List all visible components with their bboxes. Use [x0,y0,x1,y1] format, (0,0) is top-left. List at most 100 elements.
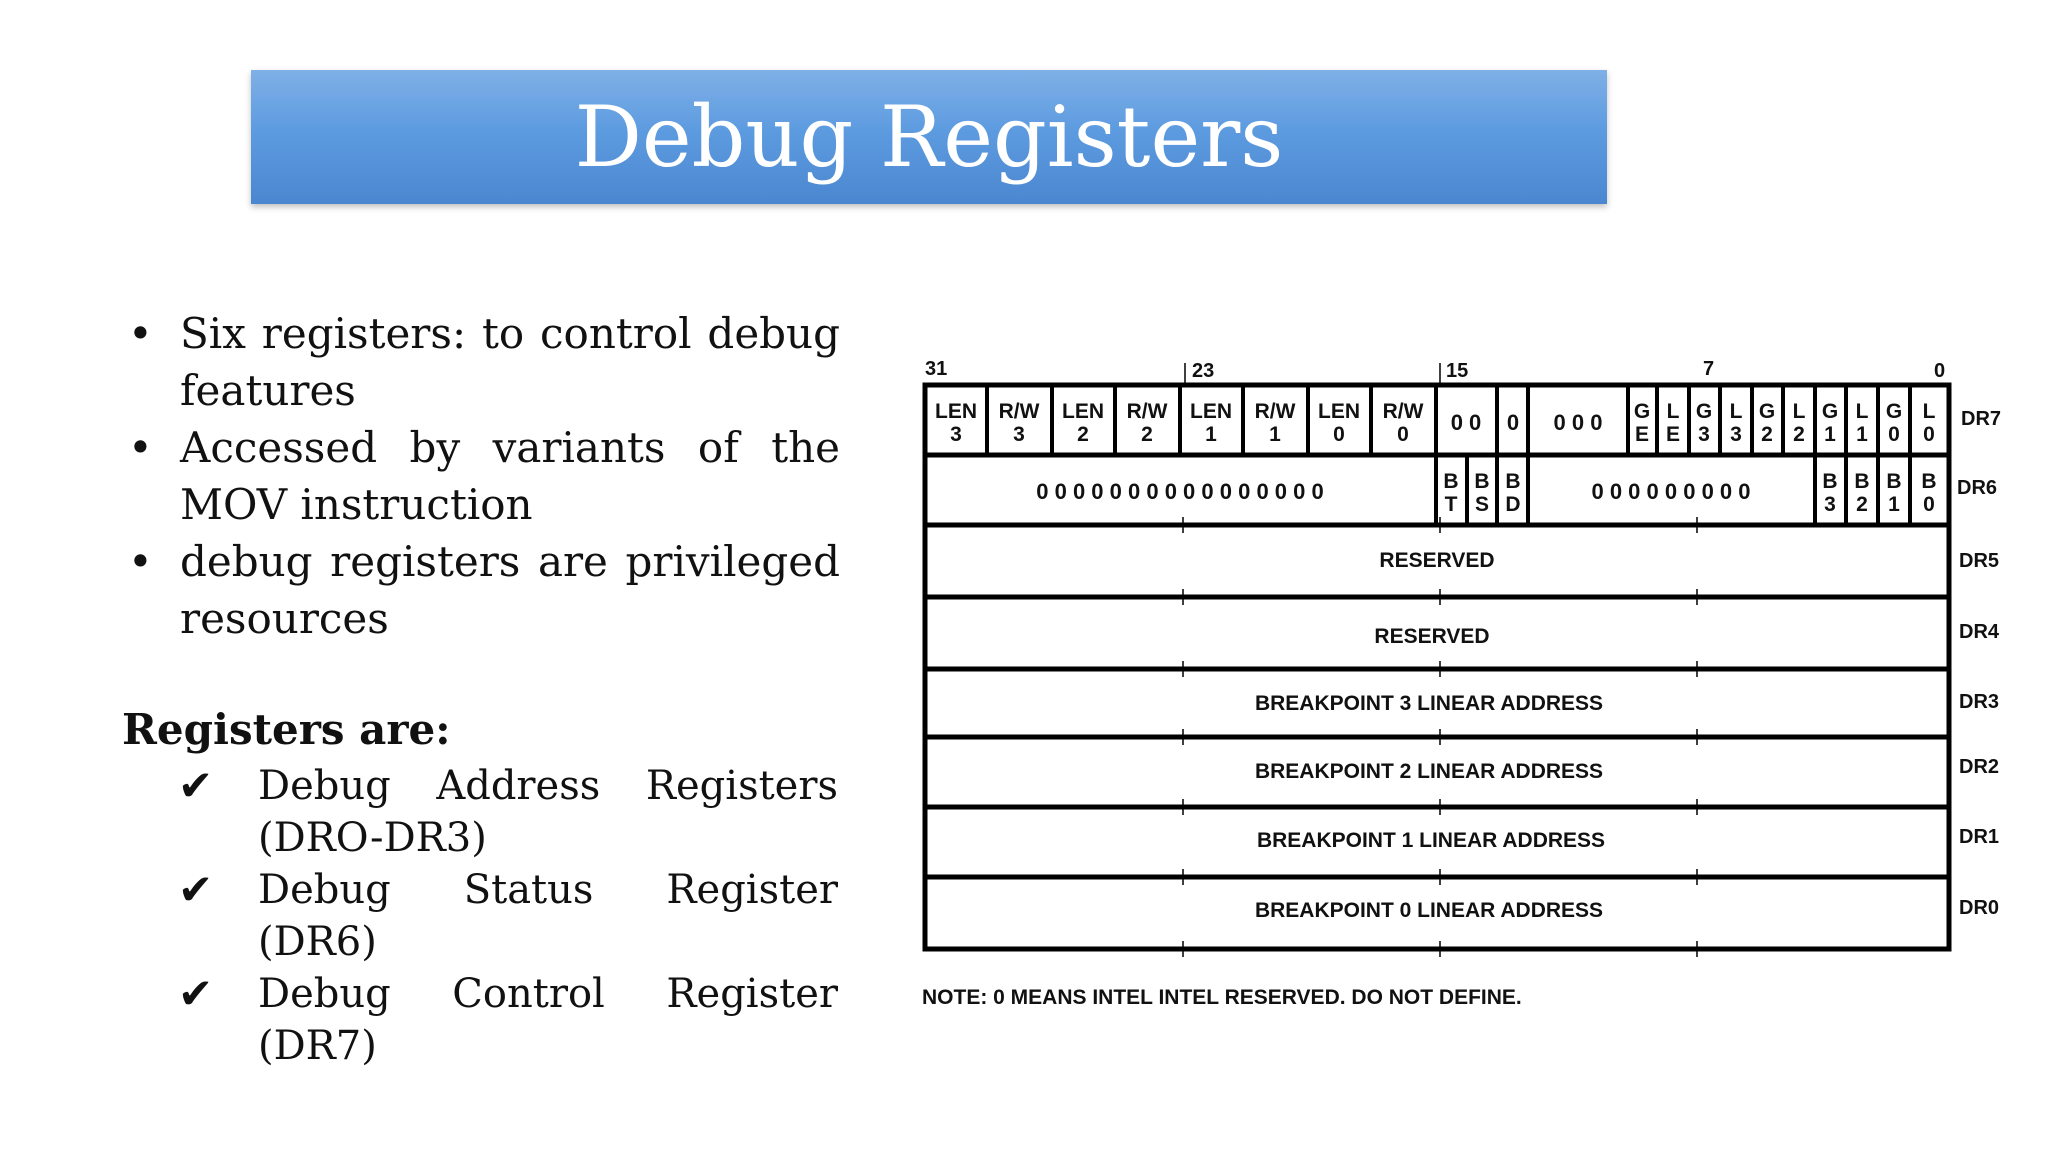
dr6-bit-top: B [1443,470,1458,493]
dr7-bit-top: G [1634,400,1650,423]
dr7-field-bottom: 3 [950,423,962,446]
registers-heading: Registers are: [122,705,451,754]
dr7-field-top: R/W [1127,400,1168,423]
row-content: RESERVED [1379,549,1494,572]
bullet-text: debug registers are privileged resources [180,537,840,643]
dr7-bit-top: G [1696,400,1712,423]
dr7-field-top: LEN [1190,400,1232,423]
bullet-dot-icon: • [128,537,153,586]
bit-number: 0 [1934,360,1945,382]
register-continuation: (DRO-DR3) [258,815,487,861]
dr7-field-bottom: 3 [1013,423,1025,446]
row-content: RESERVED [1374,625,1489,648]
dr7-bit-bottom: 3 [1730,423,1742,446]
dr7-field-top: R/W [1383,400,1424,423]
check-mark-icon: ✔ [178,865,214,914]
register-word: Address [436,763,601,809]
bullet-text: Six registers: to control debug features [180,309,840,415]
bullet-text: Accessed by variants of the MOV instruct… [180,423,840,529]
dr6-zeros: 0 0 0 0 0 0 0 0 0 [1591,479,1750,504]
dr6-zeros: 0 0 0 0 0 0 0 0 0 0 0 0 0 0 0 0 [1036,479,1323,504]
dr7-field-bottom: 1 [1269,423,1281,446]
row-content: BREAKPOINT 1 LINEAR ADDRESS [1257,829,1605,852]
bullet-item: • debug registers are privileged resourc… [120,533,840,647]
dr7-bit-top: L [1856,400,1869,423]
register-item: ✔ Debug Control Register (DR7) [178,968,838,1072]
dr7-bit-top: G [1822,400,1838,423]
dr7-bit-top: L [1793,400,1806,423]
register-word: Registers [645,763,838,809]
dr7-bit-bottom: 2 [1761,423,1773,446]
dr6-bit-top: B [1921,470,1936,493]
dr6-bit-bottom: D [1505,493,1520,516]
dr6-bit-top: B [1822,470,1837,493]
dr7-field-bottom: 0 [1397,423,1409,446]
check-mark-icon: ✔ [178,761,214,810]
row-label: DR4 [1959,621,2000,643]
bullet-list: • Six registers: to control debug featur… [120,305,840,647]
bullet-item: • Accessed by variants of the MOV instru… [120,419,840,533]
dr6-bit-bottom: 0 [1923,493,1935,516]
bit-number: 23 [1192,360,1214,382]
dr6-bit-top: B [1886,470,1901,493]
bullet-dot-icon: • [128,423,153,472]
dr7-bit-bottom: 0 [1923,423,1935,446]
dr7-field-top: R/W [1255,400,1296,423]
row-label: DR7 [1961,408,2001,430]
register-word: Debug [258,763,391,809]
dr7-field-bottom: 0 [1333,423,1345,446]
row-content: BREAKPOINT 2 LINEAR ADDRESS [1255,760,1603,783]
dr7-zero: 0 [1507,410,1519,435]
row-label: DR5 [1959,550,1999,572]
slide-title: Debug Registers [574,88,1284,186]
dr7-row: LEN 3 R/W 3 LEN 2 R/W 2 LEN 1 R/W 1 LEN … [935,385,1936,455]
dr6-bit-bottom: T [1445,493,1458,516]
dr6-bit-bottom: 3 [1824,493,1836,516]
check-mark-icon: ✔ [178,969,214,1018]
dr6-bit-top: B [1474,470,1489,493]
dr7-field-bottom: 2 [1077,423,1089,446]
dr7-bit-top: L [1923,400,1936,423]
dr7-field-top: LEN [1062,400,1104,423]
dr7-bit-top: G [1759,400,1775,423]
register-list: ✔ Debug Address Registers (DRO-DR3) ✔ De… [178,760,838,1072]
dr6-bit-bottom: 2 [1856,493,1868,516]
dr6-bit-bottom: 1 [1888,493,1900,516]
row-label: DR3 [1959,691,1999,713]
dr7-bit-bottom: 0 [1888,423,1900,446]
dr7-field-bottom: 1 [1205,423,1217,446]
bullet-dot-icon: • [128,309,153,358]
dr6-bit-top: B [1854,470,1869,493]
dr7-field-top: R/W [999,400,1040,423]
dr7-bit-bottom: 1 [1856,423,1868,446]
dr7-bit-bottom: E [1635,423,1649,446]
dr7-bit-bottom: 1 [1824,423,1836,446]
title-banner: Debug Registers [251,70,1607,204]
dr7-bit-bottom: 3 [1698,423,1710,446]
dr7-bit-top: L [1730,400,1743,423]
diagram-note: NOTE: 0 MEANS INTEL INTEL RESERVED. DO N… [922,986,1522,1009]
dr7-bit-bottom: 2 [1793,423,1805,446]
dr6-bit-bottom: S [1475,493,1489,516]
dr7-field-top: LEN [935,400,977,423]
register-text: Debug Control Register (DR7) [258,971,838,1069]
dr7-zeros: 0 0 0 [1554,410,1603,435]
dr6-row: 0 0 0 0 0 0 0 0 0 0 0 0 0 0 0 0 B T B S … [1036,455,1937,525]
row-content: BREAKPOINT 3 LINEAR ADDRESS [1255,692,1603,715]
dr7-zeros: 0 0 [1451,410,1482,435]
register-item: ✔ Debug Status Register (DR6) [178,864,838,968]
dr7-bit-top: G [1886,400,1902,423]
dr6-bit-top: B [1505,470,1520,493]
bit-number: 31 [925,358,947,380]
register-item: ✔ Debug Address Registers (DRO-DR3) [178,760,838,864]
register-text: Debug Status Register (DR6) [258,867,838,965]
dr7-bit-top: L [1667,400,1680,423]
row-label: DR1 [1959,826,1999,848]
row-content: BREAKPOINT 0 LINEAR ADDRESS [1255,899,1603,922]
bit-number: 15 [1446,360,1468,382]
row-label: DR2 [1959,756,1999,778]
dr7-field-bottom: 2 [1141,423,1153,446]
dr7-field-top: LEN [1318,400,1360,423]
dr7-bit-bottom: E [1666,423,1680,446]
